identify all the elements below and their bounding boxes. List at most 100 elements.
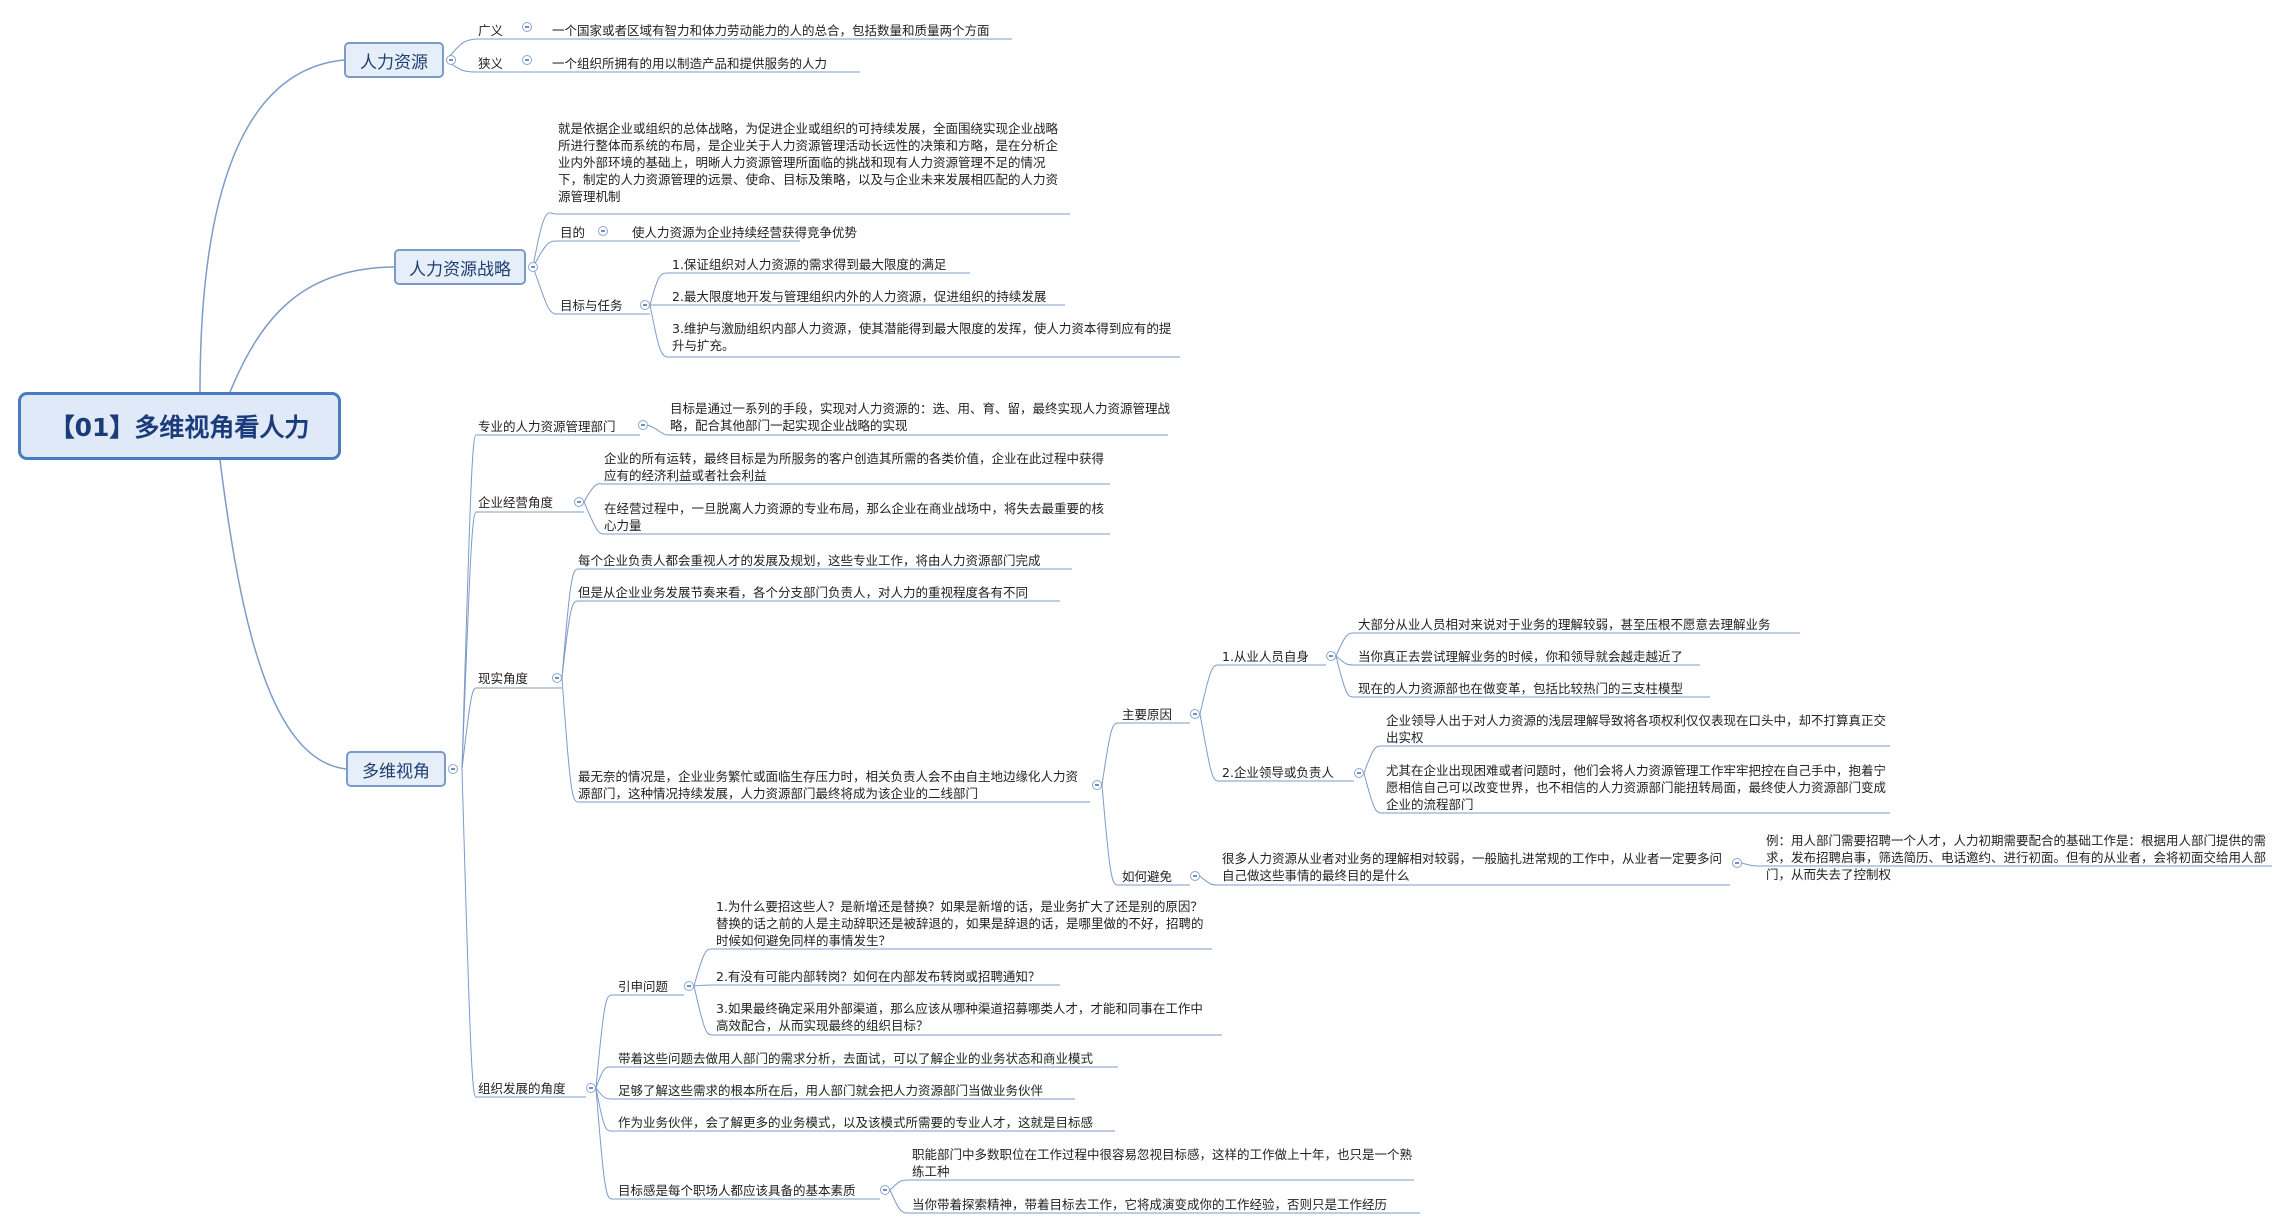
collapse-icon[interactable] — [446, 55, 456, 65]
ext3-line — [693, 985, 1222, 1036]
strategy-purpose-label: 目的 — [560, 225, 586, 240]
root-node[interactable]: 【01】多维视角看人力 — [18, 392, 341, 460]
pro-label: 专业的人力资源管理部门 — [478, 419, 616, 434]
real-line — [461, 687, 562, 770]
hr-broad-text: 一个国家或者区域有智力和体力劳动能力的人的总合，包括数量和质量两个方面 — [552, 23, 990, 38]
collapse-icon[interactable] — [640, 300, 650, 310]
root-to-hr — [199, 59, 345, 393]
collapse-icon[interactable] — [598, 226, 608, 236]
collapse-icon[interactable] — [1354, 768, 1364, 778]
avoid-text-line — [1199, 875, 1730, 886]
cause2-line — [1199, 713, 1354, 782]
biz-1-line — [583, 483, 1110, 503]
collapse-icon[interactable] — [574, 497, 584, 507]
pro-text-line — [647, 424, 1168, 436]
goal3-line — [649, 304, 1180, 358]
collapse-icon[interactable] — [1190, 871, 1200, 881]
node-multi[interactable]: 多维视角 — [346, 751, 446, 787]
collapse-icon[interactable] — [448, 764, 458, 774]
collapse-icon[interactable] — [522, 22, 532, 32]
cause-1-c: 现在的人力资源部也在做变革，包括比较热门的三支柱模型 — [1358, 681, 1684, 696]
collapse-icon[interactable] — [528, 262, 538, 272]
ext-3: 3.如果最终确定采用外部渠道，那么应该从哪种渠道招募哪类人才，才能和同事在工作中… — [716, 1001, 1203, 1033]
root-to-multi — [219, 459, 347, 770]
collapse-icon[interactable] — [1190, 709, 1200, 719]
org-label: 组织发展的角度 — [478, 1081, 566, 1096]
strategy-def-line — [532, 212, 1070, 268]
collapse-icon[interactable] — [586, 1083, 596, 1093]
collapse-icon[interactable] — [638, 420, 648, 430]
real-2-line — [561, 600, 1060, 679]
collapse-icon[interactable] — [684, 981, 694, 991]
biz-text-1: 企业的所有运转，最终目标是为所服务的客户创造其所需的各类价值，企业在此过程中获得… — [604, 451, 1105, 483]
ext-line — [595, 994, 684, 1089]
avoid-label: 如何避免 — [1122, 869, 1173, 884]
cause2b-line — [1363, 772, 1890, 814]
strategy-goals-line — [532, 266, 650, 315]
hr-narrow-label: 狭义 — [478, 56, 504, 71]
cause-1-b: 当你真正去尝试理解业务的时候，你和领导就会越走越近了 — [1358, 649, 1684, 664]
hr-broad-label: 广义 — [478, 23, 504, 38]
goal2-line-b — [889, 1189, 1420, 1214]
avoid-line — [1101, 784, 1190, 886]
collapse-icon[interactable] — [1326, 651, 1336, 661]
biz-2-line — [583, 501, 1110, 535]
cause-1-a: 大部分从业人员相对来说对于业务的理解较弱，甚至压根不愿意去理解业务 — [1358, 617, 1771, 632]
strategy-goal-1: 1.保证组织对人力资源的需求得到最大限度的满足 — [672, 257, 947, 272]
node-strategy[interactable]: 人力资源战略 — [394, 249, 526, 285]
collapse-icon[interactable] — [552, 673, 562, 683]
cause-2-label: 2.企业领导或负责人 — [1222, 765, 1334, 780]
goal-label: 目标感是每个职场人都应该具备的基本素质 — [618, 1183, 856, 1198]
strategy-definition: 就是依据企业或组织的总体战略，为促进企业或组织的可持续发展，全面围绕实现企业战略… — [558, 121, 1059, 204]
org-text-1: 带着这些问题去做用人部门的需求分析，去面试，可以了解企业的业务状态和商业模式 — [618, 1051, 1094, 1066]
node-hr[interactable]: 人力资源 — [344, 42, 444, 78]
cause2a-line — [1363, 745, 1890, 774]
real-text-2: 但是从企业业务发展节奏来看，各个分支部门负责人，对人力的重视程度各有不同 — [578, 585, 1029, 600]
goal-line — [595, 1087, 880, 1200]
real-text-1: 每个企业负责人都会重视人才的发展及规划，这些专业工作，将由人力资源部门完成 — [578, 553, 1041, 568]
pro-line — [461, 434, 640, 770]
org-line — [461, 768, 586, 1098]
goal1-line-b — [889, 1179, 1414, 1191]
cause1c-line — [1335, 655, 1710, 698]
ext1-line — [693, 948, 1212, 987]
collapse-icon[interactable] — [522, 55, 532, 65]
ext2-line — [693, 984, 1060, 987]
cause-2-a: 企业领导人出于对人力资源的浅层理解导致将各项权利仅仅表现在口头中，却不打算真正交… — [1386, 713, 1887, 745]
strategy-purpose-line — [532, 240, 800, 268]
real-text-3: 最无奈的情况是，企业业务繁忙或面临生存压力时，相关负责人会不由自主地边缘化人力资… — [578, 769, 1079, 801]
ext-label: 引申问题 — [618, 979, 669, 994]
org1-line — [595, 1066, 1118, 1089]
cause1a-line — [1335, 632, 1800, 657]
goal1-line — [649, 272, 970, 306]
cause1b-line — [1335, 655, 1700, 666]
pro-text: 目标是通过一系列的手段，实现对人力资源的：选、用、育、留，最终实现人力资源管理战… — [670, 401, 1171, 433]
strategy-goal-3: 3.维护与激励组织内部人力资源，使其潜能得到最大限度的发挥，使人力资本得到应有的… — [672, 321, 1172, 353]
real-3-line — [561, 677, 1090, 803]
ext-2: 2.有没有可能内部转岗？如何在内部发布转岗或招聘通知？ — [716, 969, 1041, 984]
cause-line — [1101, 722, 1190, 786]
avoid-example: 例：用人部门需要招聘一个人才，人力初期需要配合的基础工作是：根据用人部门提供的需… — [1766, 833, 2267, 882]
avoid-text: 很多人力资源从业者对业务的理解相对较弱，一般脑扎进常规的工作中，从业者一定要多问… — [1222, 851, 1723, 883]
biz-label: 企业经营角度 — [478, 495, 554, 510]
strategy-goal-2: 2.最大限度地开发与管理组织内外的人力资源，促进组织的持续发展 — [672, 289, 1047, 304]
cause-label: 主要原因 — [1122, 707, 1173, 722]
real-label: 现实角度 — [478, 671, 529, 686]
cause-2-b: 尤其在企业出现困难或者问题时，他们会将人力资源管理工作牢牢把控在自己手中，抱着宁… — [1386, 763, 1887, 812]
strategy-purpose-text: 使人力资源为企业持续经营获得竞争优势 — [632, 225, 858, 240]
collapse-icon[interactable] — [1092, 780, 1102, 790]
collapse-icon[interactable] — [1732, 858, 1742, 868]
real-1-line — [561, 568, 1072, 679]
biz-line — [461, 511, 584, 770]
collapse-icon[interactable] — [880, 1185, 890, 1195]
strategy-goals-label: 目标与任务 — [560, 298, 623, 313]
org2-line — [595, 1087, 1075, 1100]
org3-line — [595, 1087, 1115, 1132]
org-text-3: 作为业务伙伴，会了解更多的业务模式，以及该模式所需要的专业人才，这就是目标感 — [618, 1115, 1094, 1130]
ext-1: 1.为什么要招这些人？是新增还是替换？如果是新增的话，是业务扩大了还是别的原因？… — [716, 899, 1204, 948]
cause-1-label: 1.从业人员自身 — [1222, 649, 1309, 664]
biz-text-2: 在经营过程中，一旦脱离人力资源的专业布局，那么企业在商业战场中，将失去最重要的核… — [604, 501, 1105, 533]
goal-text-2: 当你带着探索精神，带着目标去工作，它将成演变成你的工作经验，否则只是工作经历 — [912, 1197, 1388, 1212]
hr-narrow-text: 一个组织所拥有的用以制造产品和提供服务的人力 — [552, 56, 828, 71]
